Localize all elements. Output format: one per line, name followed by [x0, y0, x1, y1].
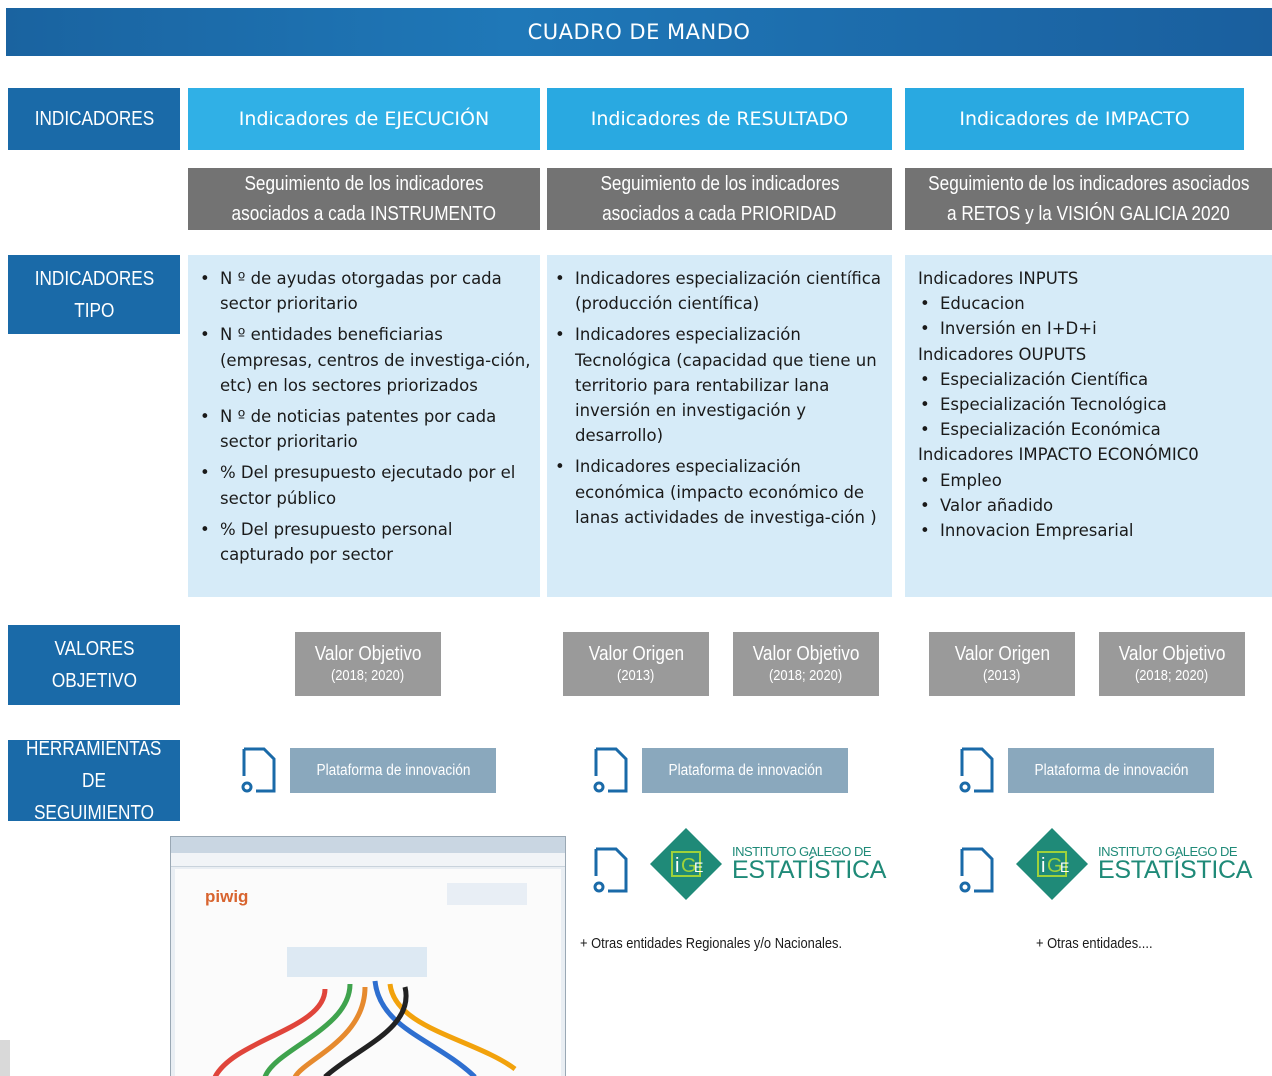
indicator-list-resultado: Indicadores especialización científica (…	[547, 255, 892, 597]
list-item: Educacion	[918, 291, 1266, 316]
ige-diamond-icon: i G E	[650, 828, 722, 900]
list-item: N º de ayudas otorgadas por cada sector …	[198, 266, 532, 316]
ige-logo[interactable]: i G E INSTITUTO GALEGO DE ESTATÍSTICA	[1016, 828, 1252, 900]
document-settings-icon	[593, 847, 628, 893]
group-title: Indicadores IMPACTO ECONÓMIC0	[918, 445, 1199, 465]
list-item: Valor añadido	[918, 493, 1266, 518]
decorative-stripe	[0, 1040, 10, 1076]
valor-origen-box-impacto: Valor Origen (2013)	[929, 632, 1075, 696]
svg-text:i: i	[675, 855, 679, 877]
list-item: % Del presupuesto personal capturado por…	[198, 517, 532, 567]
valor-objetivo-box-resultado: Valor Objetivo (2018; 2020)	[733, 632, 879, 696]
list-item: Indicadores especialización Tecnológica …	[553, 322, 886, 448]
svg-text:G: G	[1047, 855, 1063, 877]
document-settings-icon	[959, 747, 994, 793]
piwig-logo: piwig	[205, 887, 249, 906]
browser-page: piwig	[175, 869, 561, 1076]
dashboard-title: CUADRO DE MANDO	[6, 8, 1272, 56]
browser-address-bar	[171, 853, 565, 867]
group-title: Indicadores INPUTS	[918, 269, 1079, 288]
row-label-indicadores: INDICADORES	[8, 88, 180, 150]
row-label-herramientas: HERRAMIENTAS DE SEGUIMIENTO	[8, 738, 180, 824]
list-item: Especialización Científica	[918, 367, 1266, 392]
plataforma-innovacion-button[interactable]: Plataforma de innovación	[1008, 748, 1214, 793]
svg-text:E: E	[1060, 859, 1069, 875]
plataforma-innovacion-button[interactable]: Plataforma de innovación	[642, 748, 848, 793]
list-item: Especialización Económica	[918, 417, 1266, 442]
row-label-indicadores-tipo: INDICADORES TIPO	[8, 255, 180, 334]
otras-entidades-note: + Otras entidades Regionales y/o Naciona…	[580, 935, 843, 952]
list-item: Indicadores especialización económica (i…	[553, 454, 886, 530]
list-item: Inversión en I+D+i	[918, 316, 1266, 341]
otras-entidades-note: + Otras entidades....	[1036, 935, 1153, 952]
group-title: Indicadores OUPUTS	[918, 344, 1087, 364]
column-header-ejecucion: Indicadores de EJECUCIÓN	[188, 88, 540, 150]
valor-origen-box-resultado: Valor Origen (2013)	[563, 632, 709, 696]
svg-text:E: E	[694, 859, 703, 875]
list-item: % Del presupuesto ejecutado por el secto…	[198, 460, 532, 510]
seguimiento-box-impacto: Seguimiento de los indicadores asociados…	[905, 168, 1272, 230]
column-header-impacto: Indicadores de IMPACTO	[905, 88, 1244, 150]
list-item: N º entidades beneficiarias (empresas, c…	[198, 322, 532, 398]
document-settings-icon	[241, 747, 276, 793]
plataforma-innovacion-button[interactable]: Plataforma de innovación	[290, 748, 496, 793]
indicator-list-impacto: Indicadores INPUTS Educacion Inversión e…	[905, 255, 1272, 597]
indicator-list-ejecucion: N º de ayudas otorgadas por cada sector …	[188, 255, 540, 597]
svg-text:i: i	[1041, 855, 1045, 877]
ige-logo[interactable]: i G E INSTITUTO GALEGO DE ESTATÍSTICA	[650, 828, 886, 900]
browser-tab-bar	[171, 837, 565, 853]
row-label-valores-objetivo: VALORES OBJETIVO	[8, 625, 180, 705]
piwig-platform-screenshot: piwig	[170, 836, 566, 1076]
seguimiento-box-resultado: Seguimiento de los indicadores asociados…	[547, 168, 892, 230]
column-header-resultado: Indicadores de RESULTADO	[547, 88, 892, 150]
list-item: Empleo	[918, 468, 1266, 493]
valor-objetivo-box-impacto: Valor Objetivo (2018; 2020)	[1099, 632, 1245, 696]
document-settings-icon	[593, 747, 628, 793]
seguimiento-box-ejecucion: Seguimiento de los indicadores asociados…	[188, 168, 540, 230]
list-item: Indicadores especialización científica (…	[553, 266, 886, 316]
list-item: N º de noticias patentes por cada sector…	[198, 404, 532, 454]
list-item: Innovacion Empresarial	[918, 518, 1266, 543]
svg-text:G: G	[681, 855, 697, 877]
list-item: Especialización Tecnológica	[918, 392, 1266, 417]
document-settings-icon	[959, 847, 994, 893]
ige-diamond-icon: i G E	[1016, 828, 1088, 900]
valor-objetivo-box-ejecucion: Valor Objetivo (2018; 2020)	[295, 632, 441, 696]
colored-lines-illustration	[212, 883, 527, 1076]
